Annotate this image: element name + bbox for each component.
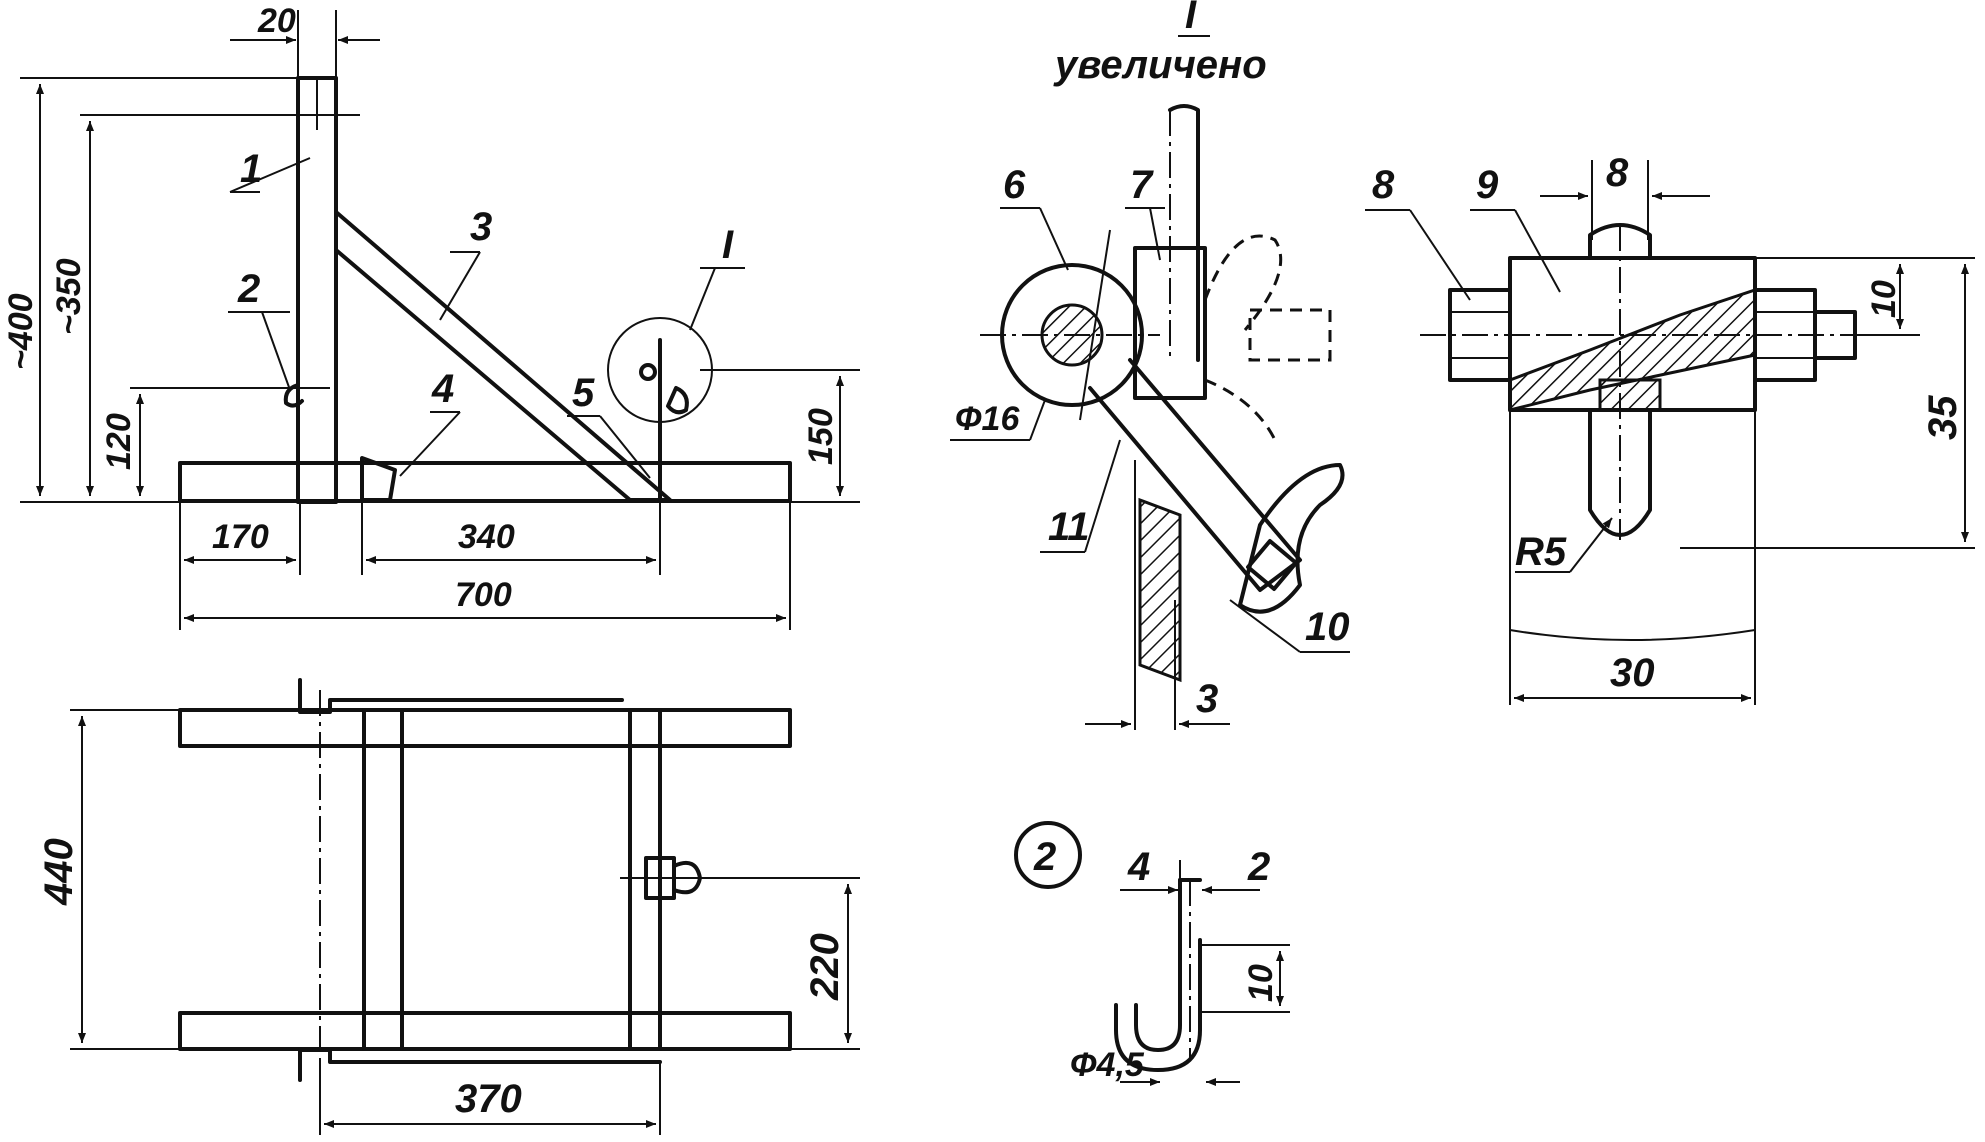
plan-rail-bottom — [178, 1011, 792, 1051]
detail-title-caption: увеличено — [1053, 43, 1267, 87]
plan-crossbar-1 — [362, 708, 404, 1051]
dim-hook-height: 10 — [1242, 964, 1280, 1002]
dim-height-hook: 120 — [100, 413, 138, 470]
detail-I: I увеличено 6 7 Ф16 11 10 — [950, 0, 1350, 730]
upright-post — [296, 76, 338, 504]
part-number-4: 4 — [431, 367, 454, 411]
diagonal-brace — [334, 210, 672, 502]
part-number-9: 9 — [1476, 163, 1499, 207]
detail-2: 2 4 2 10 Ф4,5 — [1014, 821, 1290, 1086]
dim-plan-half-width: 220 — [803, 933, 847, 1001]
side-view: 20 ~400 ~350 120 150 170 340 700 — [2, 2, 860, 630]
part-number-6: 6 — [1003, 163, 1026, 207]
dim-left-offset: 170 — [212, 518, 269, 556]
dim-brace-span: 340 — [458, 518, 515, 556]
detail-2-label: 2 — [1033, 835, 1056, 879]
dim-section-width: 30 — [1610, 651, 1655, 695]
plan-view: 440 220 370 — [37, 678, 860, 1135]
detail-section: 8 10 35 R5 30 8 9 — [1365, 151, 1975, 705]
dim-plan-width: 440 — [37, 838, 81, 906]
plan-rail-top — [178, 708, 792, 748]
dim-top-width: 20 — [257, 2, 296, 40]
part-number-1: 1 — [240, 147, 262, 191]
dim-height-clamp: 150 — [802, 408, 840, 465]
dim-hook-right: 2 — [1247, 845, 1270, 889]
wing-nut-10 — [1238, 463, 1345, 614]
part-number-10: 10 — [1305, 605, 1350, 649]
base-rail — [178, 461, 792, 503]
part-number-11: 11 — [1048, 505, 1090, 549]
dim-section-height: 35 — [1921, 395, 1965, 440]
detail-callout-label: I — [722, 223, 734, 267]
part-number-5: 5 — [572, 371, 595, 415]
dim-radius: R5 — [1515, 530, 1567, 574]
part-number-8: 8 — [1372, 163, 1395, 207]
dim-height-upright: ~350 — [50, 258, 88, 335]
dim-plan-span: 370 — [455, 1077, 522, 1121]
part-number-2: 2 — [237, 267, 260, 311]
dim-section-thickness: 10 — [1865, 280, 1903, 318]
plate-4 — [360, 456, 397, 502]
dim-height-total: ~400 — [2, 293, 40, 370]
dim-slot-width: 8 — [1606, 151, 1629, 195]
dim-hook-diameter: Ф4,5 — [1070, 1046, 1145, 1084]
dim-plate-thickness: 3 — [1196, 677, 1218, 721]
detail-2-circle — [1014, 821, 1082, 889]
dim-hook-left: 4 — [1127, 845, 1150, 889]
bolt-11 — [1088, 358, 1302, 592]
hook-profile — [1134, 878, 1182, 1052]
dim-eyelet-diameter: Ф16 — [955, 400, 1020, 438]
dim-overall-length: 700 — [455, 576, 512, 614]
section-plate — [1138, 497, 1182, 683]
part-number-3: 3 — [470, 205, 492, 249]
detail-title-roman: I — [1185, 0, 1197, 37]
plan-crossbar-2 — [628, 708, 662, 1051]
part-number-7: 7 — [1130, 163, 1154, 207]
clamp-plate-7 — [1133, 246, 1207, 400]
